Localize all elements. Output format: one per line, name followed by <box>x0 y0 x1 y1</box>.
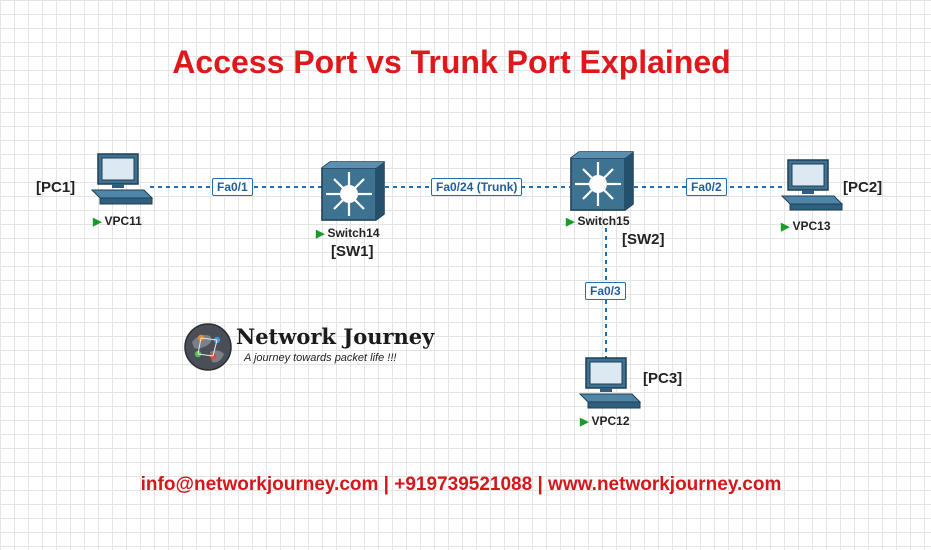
sw1-tag: [SW1] <box>331 243 374 260</box>
pc-icon[interactable] <box>778 158 844 214</box>
status-running-icon: ▶ <box>316 228 325 240</box>
sw2-tag: [SW2] <box>622 231 665 248</box>
logo-name: Network Journey <box>236 324 435 349</box>
multilayer-switch-icon[interactable] <box>569 150 635 212</box>
pc1-tag: [PC1] <box>36 179 76 196</box>
sw2-label: ▶Switch15 <box>566 214 630 228</box>
status-running-icon: ▶ <box>781 221 790 233</box>
pc2-tag: [PC2] <box>843 179 883 196</box>
status-running-icon: ▶ <box>566 216 575 228</box>
port-label-fa0-3: Fa0/3 <box>585 282 626 300</box>
port-label-fa0-1: Fa0/1 <box>212 178 253 196</box>
globe-logo-icon <box>184 323 232 371</box>
port-label-fa0-24-trunk: Fa0/24 (Trunk) <box>431 178 523 196</box>
pc-icon[interactable] <box>88 152 154 208</box>
sw1-label: ▶Switch14 <box>316 226 380 240</box>
pc-icon[interactable] <box>576 356 642 412</box>
port-label-fa0-2: Fa0/2 <box>686 178 727 196</box>
multilayer-switch-icon[interactable] <box>320 160 386 222</box>
pc2-label: ▶VPC13 <box>781 219 831 233</box>
pc3-tag: [PC3] <box>643 370 683 387</box>
logo-tagline: A journey towards packet life !!! <box>244 352 397 364</box>
status-running-icon: ▶ <box>580 416 589 428</box>
pc3-label: ▶VPC12 <box>580 414 630 428</box>
status-running-icon: ▶ <box>93 216 102 228</box>
network-journey-logo: Network Journey A journey towards packet… <box>184 322 444 374</box>
pc1-label: ▶VPC11 <box>93 214 142 228</box>
contact-footer: info@networkjourney.com | +919739521088 … <box>140 474 782 495</box>
diagram-title: Access Port vs Trunk Port Explained <box>172 44 731 80</box>
